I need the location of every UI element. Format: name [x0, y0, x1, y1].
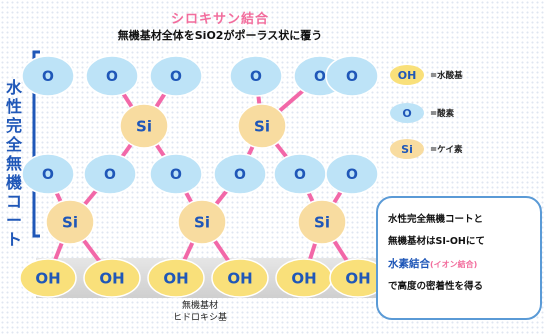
oxygen-atom: O: [273, 153, 327, 195]
hydroxyl-group: OH: [329, 258, 387, 298]
oxygen-atom-label: O: [234, 167, 246, 183]
vertical-label-char: コ: [5, 192, 22, 211]
base-label-hydroxyl: ヒドロキシ基: [172, 313, 227, 323]
vertical-bracket: [32, 50, 40, 238]
silicon-atom: Si: [237, 103, 287, 149]
base-label: 無機基材 ヒドロキシ基: [150, 300, 250, 324]
callout-ionic-note: (イオン結合): [430, 260, 478, 269]
oxygen-atom: O: [83, 153, 137, 195]
legend-silicon-swatch: Si: [390, 139, 424, 159]
oxygen-atom-label: O: [346, 167, 358, 183]
oxygen-atom: O: [325, 153, 379, 195]
oxygen-atom-label: O: [250, 69, 262, 85]
hydroxyl-group: OH: [275, 258, 333, 298]
legend-item-silicon: Si =ケイ素: [390, 138, 462, 160]
silicon-atom: Si: [45, 199, 95, 245]
oxygen-atom: O: [229, 55, 283, 97]
vertical-label-char: 機: [5, 173, 22, 192]
oxygen-atom-label: O: [294, 167, 306, 183]
vertical-label-char: 性: [5, 97, 22, 116]
legend-hydroxyl-text: =水酸基: [430, 71, 463, 81]
hydroxyl-group: OH: [211, 258, 269, 298]
explanation-callout: 水性完全無機コートと 無機基材はSI-OHにて 水素結合(イオン結合) で高度の…: [376, 196, 542, 320]
diagram-title: シロキサン結合: [170, 12, 269, 27]
oxygen-atom-label: O: [170, 69, 182, 85]
vertical-label-char: 無: [5, 154, 22, 173]
hydroxyl-group: OH: [19, 258, 77, 298]
oxygen-atom-label: O: [104, 167, 116, 183]
hydroxyl-group-label: OH: [345, 269, 370, 287]
vertical-label-char: ト: [5, 230, 22, 249]
oxygen-atom: O: [21, 153, 75, 195]
vertical-label-char: 全: [5, 135, 22, 154]
oxygen-atom: O: [21, 55, 75, 97]
vertical-label-char: ー: [5, 211, 22, 230]
oxygen-atom-label: O: [42, 167, 54, 183]
vertical-label-char: 水: [5, 78, 22, 97]
silicon-atom-label: Si: [314, 213, 330, 231]
diagram-subtitle: 無機基材全体をSiO2がポーラス状に覆う: [117, 29, 323, 42]
silicon-atom: Si: [177, 199, 227, 245]
legend-hydroxyl-swatch: OH: [390, 65, 424, 85]
hydroxyl-group-label: OH: [35, 269, 60, 287]
hydroxyl-group-label: OH: [163, 269, 188, 287]
silicon-atom: Si: [297, 199, 347, 245]
legend-silicon-text: =ケイ素: [430, 145, 463, 155]
callout-hydrogen-bond: 水素結合: [388, 258, 430, 270]
oxygen-atom-label: O: [314, 69, 326, 85]
hydroxyl-group: OH: [83, 258, 141, 298]
legend-item-oxygen: O =酸素: [390, 102, 454, 124]
callout-line-3: 水素結合(イオン結合): [388, 253, 530, 276]
oxygen-atom: O: [149, 55, 203, 97]
hydroxyl-group-label: OH: [291, 269, 316, 287]
hydroxyl-group: OH: [147, 258, 205, 298]
silicon-atom-label: Si: [254, 117, 270, 135]
oxygen-atom-label: O: [346, 69, 358, 85]
legend-item-hydroxyl: OH =水酸基: [390, 64, 463, 86]
oxygen-atom-label: O: [170, 167, 182, 183]
vertical-coat-label: 水性完全無機コート: [4, 78, 24, 249]
base-label-substrate: 無機基材: [181, 301, 218, 311]
silicon-atom-label: Si: [194, 213, 210, 231]
oxygen-atom-label: O: [42, 69, 54, 85]
oxygen-atom: O: [325, 55, 379, 97]
silicon-atom-label: Si: [136, 117, 152, 135]
legend-oxygen-text: =酸素: [430, 109, 455, 119]
callout-line-1: 水性完全無機コートと: [388, 214, 484, 225]
oxygen-atom-label: O: [106, 69, 118, 85]
silicon-atom: Si: [119, 103, 169, 149]
oxygen-atom: O: [85, 55, 139, 97]
oxygen-atom: O: [149, 153, 203, 195]
legend-oxygen-swatch: O: [390, 103, 424, 123]
hydroxyl-group-label: OH: [99, 269, 124, 287]
hydroxyl-group-label: OH: [227, 269, 252, 287]
callout-line-4: で高度の密着性を得る: [388, 281, 484, 292]
vertical-label-char: 完: [5, 116, 22, 135]
oxygen-atom: O: [213, 153, 267, 195]
silicon-atom-label: Si: [62, 213, 78, 231]
callout-line-2: 無機基材はSI-OHにて: [388, 236, 485, 247]
